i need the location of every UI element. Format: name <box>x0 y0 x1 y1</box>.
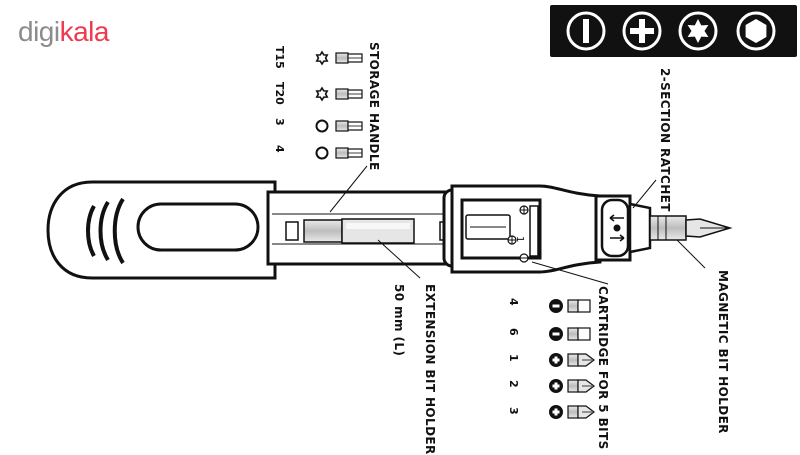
label-magnetic-holder: MAGNETIC BIT HOLDER <box>716 270 730 434</box>
label-extension-length: 50 mm (L) <box>392 284 406 357</box>
storage-bit-hex <box>315 146 363 160</box>
extension-bit-holder <box>303 218 415 244</box>
hex-icon <box>315 119 329 133</box>
label-cartridge: CARTRIDGE FOR 5 BITS <box>596 286 610 450</box>
hex-icon <box>315 146 329 160</box>
magnetic-bit-holder <box>628 202 733 254</box>
storage-bit-label: T15 <box>273 46 286 69</box>
bit-type-icons-svg <box>566 11 776 51</box>
storage-bit-torx <box>315 86 363 102</box>
logo-part-kala: kala <box>59 16 110 47</box>
storage-bit-label: 4 <box>273 145 286 153</box>
label-extension-holder: EXTENSION BIT HOLDER <box>423 284 437 455</box>
ratchet <box>594 194 632 262</box>
storage-handle <box>46 180 277 280</box>
cartridge-bit-label: 3 <box>507 407 520 415</box>
cartridge-section <box>450 184 602 274</box>
storage-bits <box>315 50 363 160</box>
storage-bit-label: T20 <box>273 82 286 105</box>
slotted-icon <box>566 11 606 51</box>
bit-type-icon-bar <box>550 5 797 57</box>
cartridge-bit-phillips <box>549 405 595 419</box>
cartridge-bit-label: 2 <box>507 380 520 388</box>
torx-icon <box>315 86 329 102</box>
slotted-icon <box>549 327 563 341</box>
cartridge-bits <box>549 299 595 419</box>
cartridge-slot-number: 1 <box>514 236 525 243</box>
cartridge-bit-label: 6 <box>507 328 520 336</box>
torx-icon <box>315 50 329 66</box>
cartridge-bit-label: 1 <box>507 354 520 362</box>
phillips-icon <box>549 353 563 367</box>
cartridge-bit-phillips <box>549 353 595 367</box>
cartridge-bit-slotted <box>549 327 591 341</box>
cartridge-bit-slotted <box>549 299 591 313</box>
cartridge-bit-label: 4 <box>507 298 520 306</box>
phillips-icon <box>549 405 563 419</box>
hex-icon <box>736 11 776 51</box>
label-storage-handle: STORAGE HANDLE <box>367 42 381 171</box>
digikala-logo: digikala <box>18 16 109 48</box>
torx-icon <box>678 11 718 51</box>
logo-part-digi: digi <box>18 16 60 47</box>
leader-lines <box>329 165 706 285</box>
storage-bit-torx <box>315 50 363 66</box>
screwdriver-diagram <box>46 50 733 419</box>
label-ratchet: 2-SECTION RATCHET <box>658 68 672 212</box>
phillips-icon <box>549 379 563 393</box>
storage-bit-label: 3 <box>273 118 286 126</box>
slotted-icon <box>549 299 563 313</box>
storage-bit-hex <box>315 119 363 133</box>
phillips-icon <box>622 11 662 51</box>
cartridge-bit-phillips <box>549 379 595 393</box>
